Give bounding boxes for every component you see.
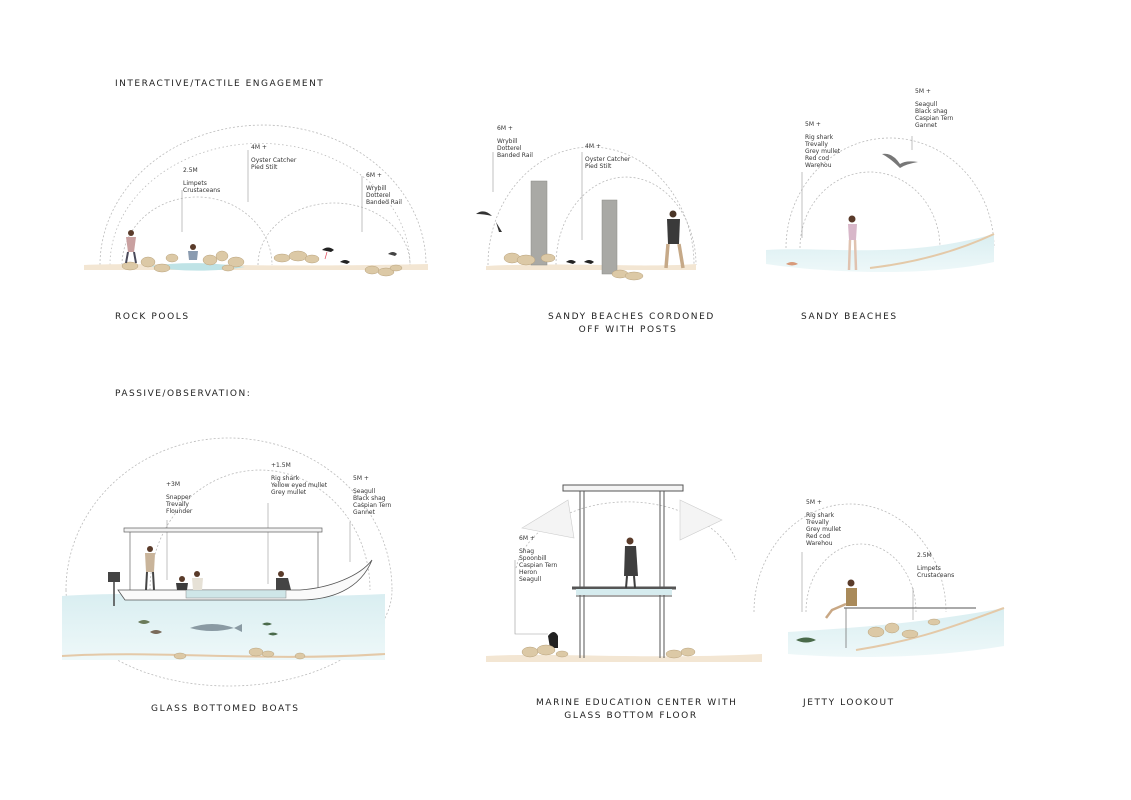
fish-icon [262,622,272,626]
person-sitting-figure [825,579,857,619]
passenger-figures [145,546,291,591]
range-label: 4M + Oyster Catcher Pied Stilt [585,143,631,170]
range-label: 2.5M Limpets Crustaceans [183,167,221,194]
person-standing-figure [664,210,685,269]
range-arc-4m [257,202,411,266]
shorebird-icons [566,260,594,264]
cordoned-beach-illustration [476,146,697,281]
glass-boat-illustration [61,437,393,687]
range-label: 5M + Rig shark Trevally Grey mullet Red … [806,499,842,547]
sea-water [788,608,1004,657]
glass-floor [185,589,287,599]
fish-icon [796,637,816,643]
fish-icons [138,620,278,636]
range-label: 2.5M Limpets Crustaceans [917,552,955,579]
sea-water [766,234,994,273]
person-crouching-figure [188,244,198,260]
pavilion-structure [562,484,684,658]
marine-center-illustration [486,484,762,662]
seagull-icon [882,153,918,168]
range-label: 5M + Seagull Black shag Caspian Tern Gan… [915,88,954,129]
range-label: 5M + Rig shark Trevally Grey mullet Red … [805,121,841,169]
panel-title-jetty: JETTY LOOKOUT [803,698,895,708]
panel-title-rock-pools: ROCK POOLS [115,312,190,322]
shorebird-icons [322,247,397,264]
person-child-figure [125,230,137,264]
panel-title-glass-boats: GLASS BOTTOMED BOATS [151,704,300,714]
range-label: 6M + Wrybill Dotterel Banded Rail [366,172,402,206]
fish-icon [150,630,162,634]
panel-title-sandy-beaches: SANDY BEACHES [801,312,898,322]
panel-title-cordoned: SANDY BEACHES CORDONED OFF WITH POSTS [548,312,715,335]
boat-canopy [123,527,323,533]
person-wading-figure [847,215,858,271]
rocks [121,250,403,277]
rock-pool-water [150,263,245,271]
shark-icon [190,624,242,632]
range-label: +1.5M Rig shark Yellow eyed mullet Grey … [271,462,328,496]
person-standing-figure [624,537,638,589]
range-label: 6M + Wrybill Dotterel Banded Rail [497,125,533,159]
outboard-motor [108,572,120,582]
range-arc-2-5m [121,196,273,266]
range-label: 4M + Oyster Catcher Pied Stilt [251,144,297,171]
sandy-beach-illustration [766,136,995,273]
fish-icon [138,620,150,624]
jetty-illustration [753,503,1005,657]
panel-title-marine-center: MARINE EDUCATION CENTER WITH GLASS BOTTO… [536,698,738,721]
shag-bird-icon [548,632,558,648]
range-arc-6m [99,124,427,266]
range-label: +3M Snapper Trevally Flounder [166,481,193,515]
rock-pools-illustration [84,124,428,277]
glass-floor [576,589,672,595]
cordon-post [601,199,618,275]
cordon-post [530,180,548,266]
range-label: 6M + Shag Spoonbill Caspian Tern Heron S… [519,535,558,583]
fish-icon [268,632,278,636]
section-title-passive: PASSIVE/OBSERVATION: [115,389,252,399]
section-title-interactive: INTERACTIVE/TACTILE ENGAGEMENT [115,79,325,89]
range-label: 5M + Seagull Black shag Caspian Tern Gan… [353,475,392,516]
bird-in-flight-icon [476,211,502,232]
fish-icon [786,262,798,266]
